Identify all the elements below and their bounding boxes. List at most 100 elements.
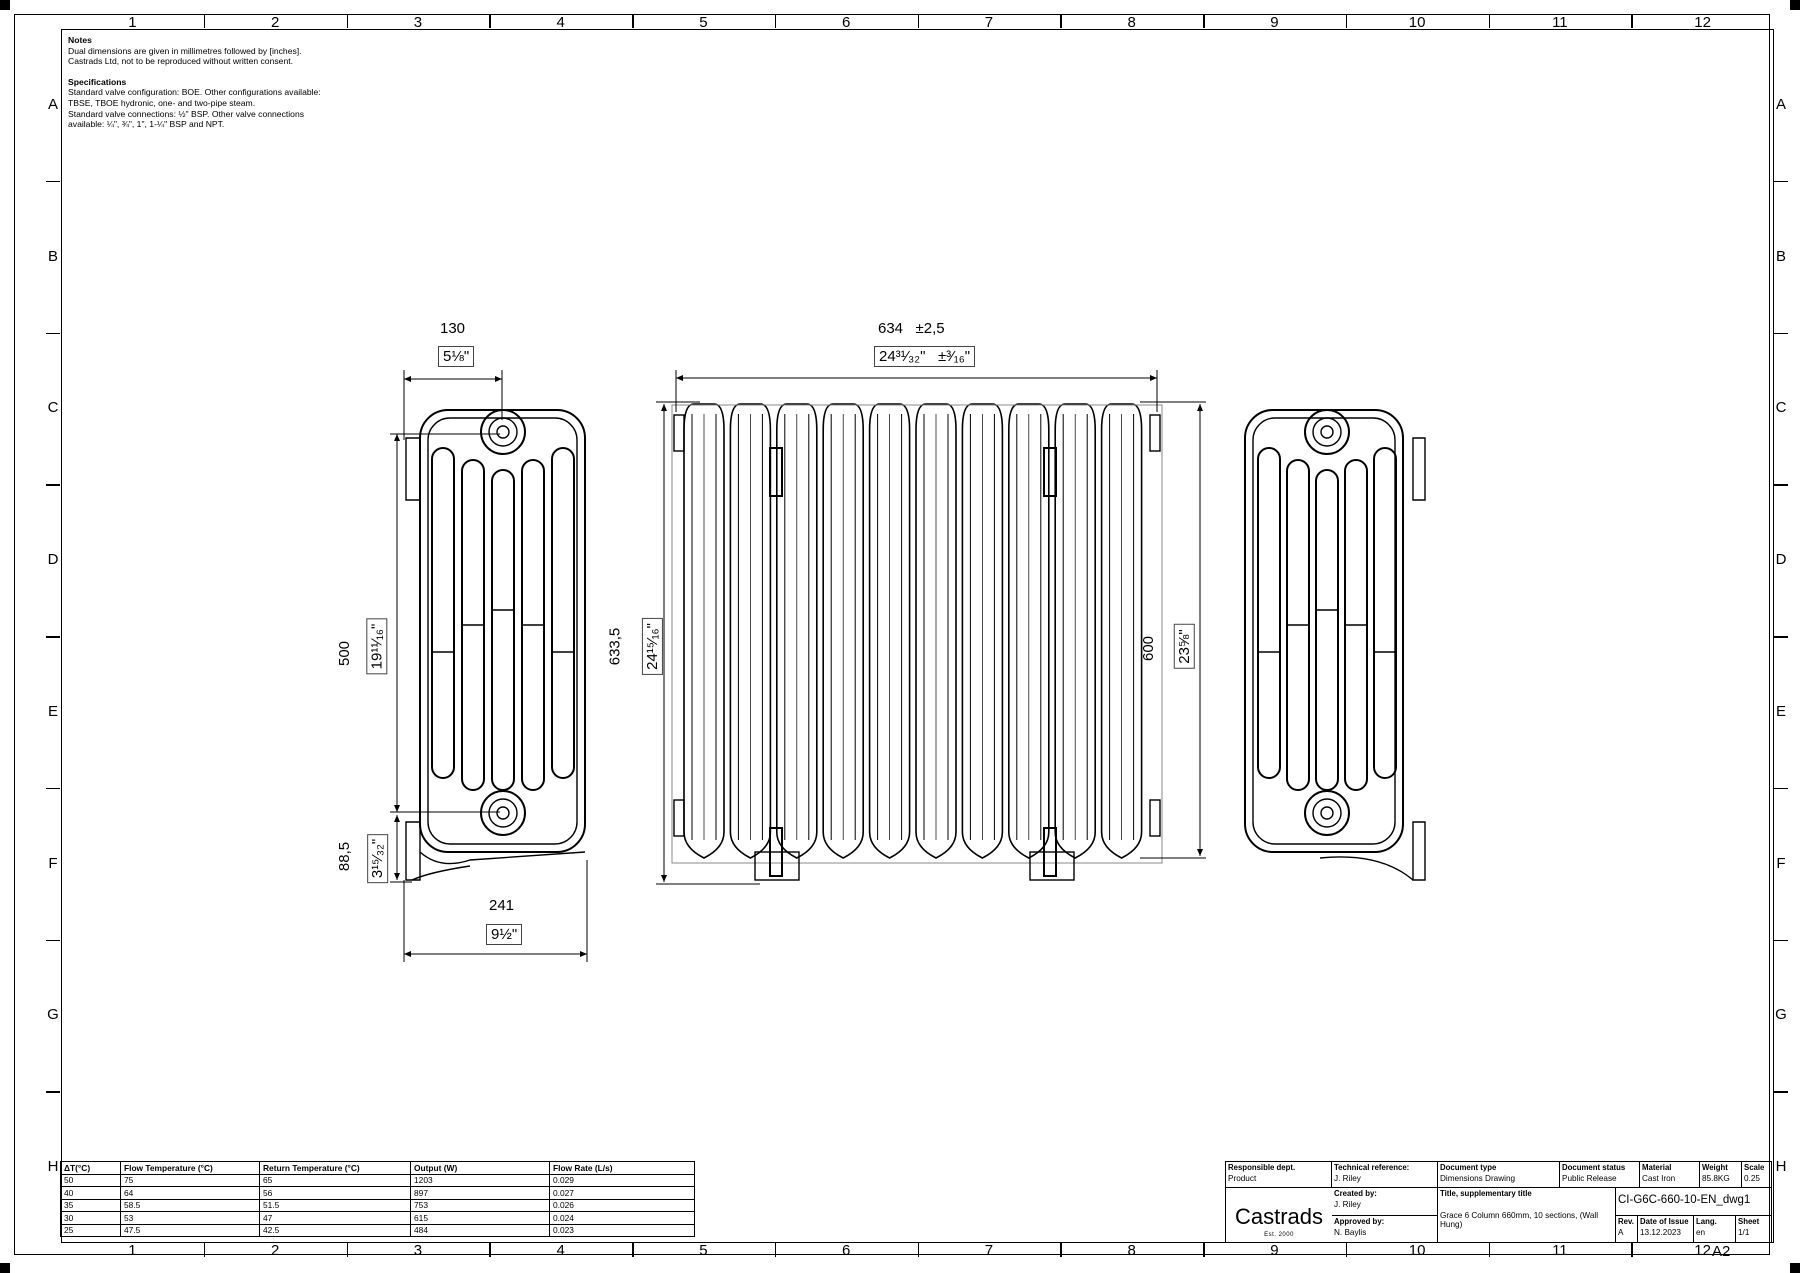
responsible-dept-cell: Responsible dept. Product [1226,1162,1332,1188]
dim-centres-mm: 500 [336,640,354,667]
zone-tick [632,1243,634,1257]
date-cell: Date of Issue 13.12.2023 [1638,1216,1694,1243]
table-cell: 58.5 [120,1198,260,1212]
spec-line: Standard valve connections: ½" BSP. Othe… [68,108,305,119]
corner-mark [0,1263,10,1273]
zone-tick [1774,180,1788,183]
zone-tick [46,636,60,638]
zone-tick [346,1243,348,1257]
zone-column-label: 9 [1270,1242,1279,1259]
material-cell: Material Cast Iron [1640,1162,1700,1188]
table-cell: 0.023 [549,1223,695,1237]
col-header: Flow Temperature (°C) [120,1161,260,1175]
zone-row-label: F [48,854,58,872]
notes-heading: Notes [68,35,92,45]
zone-column-label: 1 [128,1242,137,1259]
zone-tick [46,180,60,183]
zone-row-label: G [47,1006,59,1024]
zone-column-label: 6 [841,1242,851,1259]
zone-column-label: 2 [270,1242,280,1259]
zone-row-label: G [1775,1006,1787,1024]
table-cell: 897 [410,1186,550,1200]
dim-width-mm-value: 634 [878,320,904,337]
table-cell: 615 [410,1211,550,1225]
title-block: Responsible dept. Product Technical refe… [1225,1161,1772,1243]
scale-cell: Scale 0.25 [1742,1162,1771,1188]
drawing-border-inner [61,29,1774,1243]
zone-column-label: 6 [841,14,851,31]
dim-width-tol-in: ±³⁄₁₆" [937,348,971,365]
zone-column-label: 5 [699,1242,708,1259]
zone-tick [1345,14,1348,28]
zone-row-label: B [1775,247,1786,265]
zone-tick [1488,14,1490,28]
corner-mark [1790,0,1800,10]
zone-column-label: 12 [1694,1242,1711,1259]
table-cell: 0.029 [549,1173,695,1187]
col-header: ΔT(°C) [60,1161,121,1175]
zone-column-label: 9 [1270,14,1279,31]
zone-row-label: F [1776,854,1786,872]
table-cell: 1203 [410,1173,550,1187]
zone-column-label: 8 [1127,14,1136,31]
zone-tick [1774,332,1788,334]
zone-tick [1345,1243,1348,1257]
sheet-cell: Sheet 1/1 [1738,1217,1760,1237]
zone-column-label: 4 [556,1242,565,1259]
zone-column-label: 7 [984,1242,994,1259]
zone-tick [203,1243,206,1257]
table-cell: 47.5 [120,1223,260,1237]
dim-width-tol-mm: ±2,5 [915,320,945,337]
zone-tick [1774,484,1788,486]
table-cell: 40 [60,1186,121,1200]
zone-row-label: E [1775,702,1786,720]
lang-cell: Lang. en [1694,1216,1736,1243]
zone-row-label: C [47,399,59,417]
dim-side-depth-in: 5⅛" [438,346,475,367]
dim-section-height-in: 23⅝" [1173,624,1195,669]
table-cell: 65 [259,1173,411,1187]
table-cell: 75 [120,1173,260,1187]
table-cell: 30 [60,1211,121,1225]
dim-bottom-mm: 88,5 [336,841,354,872]
front-view [671,403,1163,881]
side-view-right [1244,409,1426,881]
zone-row-label: H [1775,1158,1787,1176]
table-cell: 25 [60,1223,121,1237]
zone-tick [1488,1243,1490,1257]
zone-column-label: 10 [1408,14,1426,31]
zone-tick [632,14,634,28]
spec-line: TBSE, TBOE hydronic, one- and two-pipe s… [68,97,256,108]
zone-tick [46,484,60,486]
zone-tick [489,14,491,28]
document-type-cell: Document type Dimensions Drawing [1438,1162,1560,1188]
dim-side-depth-mm: 130 [440,320,466,337]
dim-bracket-depth-mm: 241 [489,897,515,914]
table-cell: 53 [120,1211,260,1225]
zone-column-label: 10 [1408,1242,1426,1259]
zone-column-label: 7 [984,14,994,31]
rev-cell: Rev. A [1616,1216,1638,1243]
corner-mark [0,0,10,10]
zone-tick [1774,939,1788,941]
dimension-lines [390,370,1206,962]
table-cell: 0.024 [549,1211,695,1225]
drawing-border-outer [14,14,1770,1255]
col-header: Return Temperature (°C) [259,1161,411,1175]
corner-mark [1790,1263,1800,1273]
document-status-cell: Document status Public Release [1560,1162,1640,1188]
table-cell: 50 [60,1173,121,1187]
zone-tick [1774,636,1788,638]
notes-line: Castrads Ltd, not to be reproduced witho… [68,56,293,67]
zone-tick [1774,787,1788,790]
table-cell: 0.026 [549,1198,695,1212]
table-cell: 0.027 [549,1186,695,1200]
zone-tick [46,939,60,941]
dim-height-mm: 633,5 [606,627,624,666]
notes-line: Dual dimensions are given in millimetres… [68,45,302,56]
